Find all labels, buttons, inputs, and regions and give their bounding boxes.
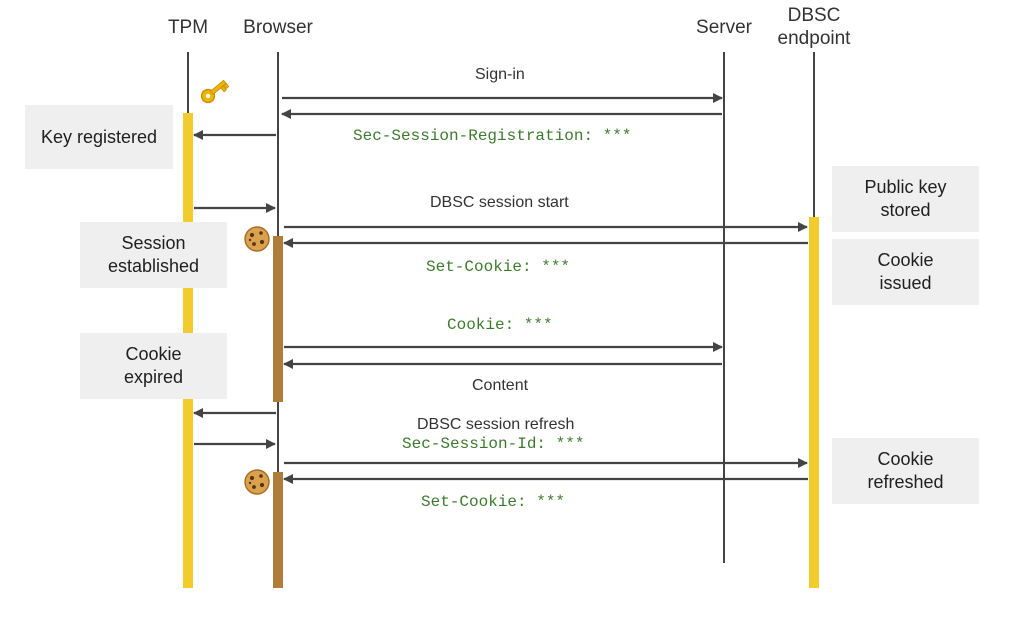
note-cookie-expired: Cookie expired (80, 333, 227, 399)
browser-activation-bar-1 (273, 236, 283, 402)
dbsc-activation-bar (809, 217, 819, 588)
cookie-icon (244, 469, 270, 495)
label-dbsc-session-start: DBSC session start (430, 194, 569, 211)
label-content: Content (472, 377, 529, 394)
note-key-registered: Key registered (25, 105, 173, 169)
note-cookie-issued: Cookie issued (832, 239, 979, 305)
label-dbsc-session-refresh: DBSC session refresh (417, 416, 575, 433)
cookie-icon (244, 226, 270, 252)
label-set-cookie-2: Set-Cookie: *** (421, 493, 566, 511)
label-cookie-header: Cookie: *** (447, 316, 553, 334)
actor-server: Server (696, 17, 752, 38)
label-sign-in: Sign-in (475, 66, 525, 83)
label-set-cookie-1: Set-Cookie: *** (426, 258, 571, 276)
label-sec-session-id: Sec-Session-Id: *** (402, 435, 585, 453)
actor-tpm: TPM (167, 17, 209, 38)
note-cookie-refreshed: Cookie refreshed (832, 438, 979, 504)
label-sec-session-registration: Sec-Session-Registration: *** (353, 127, 632, 145)
note-public-key-stored: Public key stored (832, 166, 979, 232)
note-session-established: Session established (80, 222, 227, 288)
actor-dbsc-endpoint: DBSC endpoint (777, 5, 851, 49)
actor-browser: Browser (243, 17, 313, 38)
key-icon (200, 79, 230, 104)
browser-activation-bar-2 (273, 472, 283, 588)
